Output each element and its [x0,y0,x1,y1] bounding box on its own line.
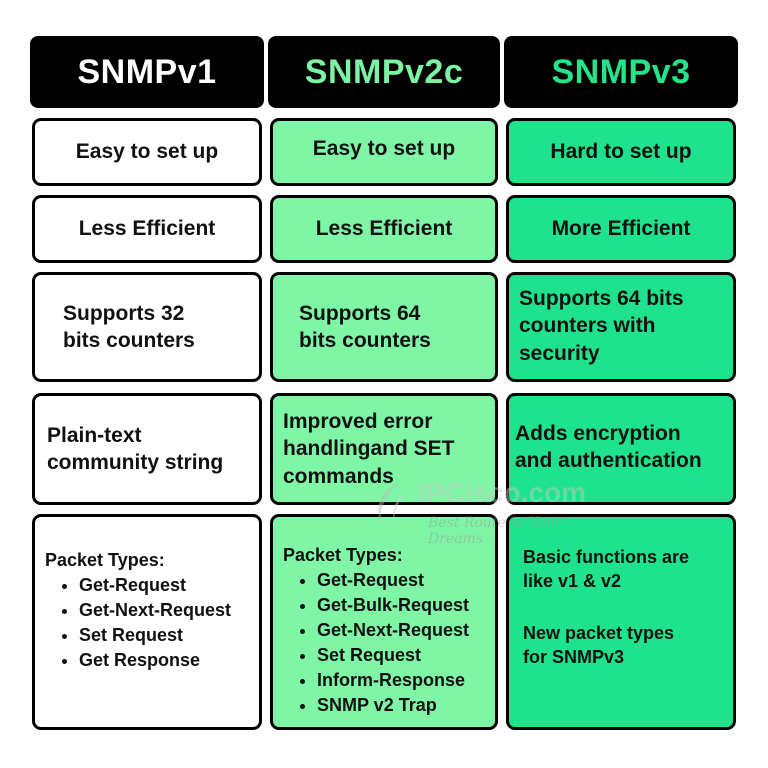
v1-setup-cell: Easy to set up [32,118,262,186]
v2-counters-text: Supports 64 bits counters [299,301,431,352]
v3-efficiency-text: More Efficient [551,217,691,241]
v2-efficiency-text: Less Efficient [315,217,453,241]
v3-setup-cell: Hard to set up [506,118,736,186]
v1-setup-text: Easy to set up [75,140,219,164]
v1-efficiency-text: Less Efficient [78,217,216,241]
v3-security-text: Adds encryption and authentication [515,422,702,473]
v1-packet-item: Get-Next-Request [79,598,231,623]
v2-packet-item: Inform-Response [317,668,469,693]
v3-counters-cell: Supports 64 bits counters with security [506,272,736,382]
v3-setup-text: Hard to set up [550,140,692,164]
v3-basic-functions-note: Basic functions are like v1 & v2 [523,547,690,591]
header-snmpv3-label: SNMPv3 [551,52,691,91]
v1-counters-cell: Supports 32 bits counters [32,272,262,382]
header-snmpv1: SNMPv1 [30,36,264,108]
header-snmpv2c: SNMPv2c [268,36,500,108]
v2-packet-item: Get-Next-Request [317,618,469,643]
v1-packet-title: Packet Types: [45,550,165,570]
v3-counters-text: Supports 64 bits counters with security [519,287,684,365]
v1-counters-text: Supports 32 bits counters [63,301,195,352]
v1-packets-cell: Packet Types: Get-Request Get-Next-Reque… [32,514,262,730]
v3-security-cell: Adds encryption and authentication [506,393,736,505]
header-snmpv2c-label: SNMPv2c [304,52,464,91]
v2-security-cell: Improved error handlingand SET commands [270,393,498,505]
header-snmpv3: SNMPv3 [504,36,738,108]
v2-efficiency-cell: Less Efficient [270,195,498,263]
v2-packet-item: Set Request [317,643,469,668]
v2-packet-item: Get-Bulk-Request [317,593,469,618]
v1-packet-list: Packet Types: Get-Request Get-Next-Reque… [45,548,231,673]
v3-new-packets-note: New packet types for SNMPv3 [523,623,675,667]
v2-packet-item: Get-Request [317,568,469,593]
v1-security-text: Plain-text community string [47,423,224,474]
v3-efficiency-cell: More Efficient [506,195,736,263]
header-snmpv1-label: SNMPv1 [77,52,217,91]
v2-packet-list: Packet Types: Get-Request Get-Bulk-Reque… [283,543,469,718]
v1-packet-item: Set Request [79,623,231,648]
v1-efficiency-cell: Less Efficient [32,195,262,263]
v1-security-cell: Plain-text community string [32,393,262,505]
v2-packet-title: Packet Types: [283,545,403,565]
v3-packets-cell: Basic functions are like v1 & v2 New pac… [506,514,736,730]
v1-packet-item: Get Response [79,648,231,673]
v2-security-text: Improved error handlingand SET commands [283,410,455,488]
v2-packet-item: SNMP v2 Trap [317,693,469,718]
v2-setup-text: Easy to set up [312,137,456,161]
v2-counters-cell: Supports 64 bits counters [270,272,498,382]
v1-packet-item: Get-Request [79,573,231,598]
v2-setup-cell: Easy to set up [270,118,498,186]
v2-packets-cell: Packet Types: Get-Request Get-Bulk-Reque… [270,514,498,730]
